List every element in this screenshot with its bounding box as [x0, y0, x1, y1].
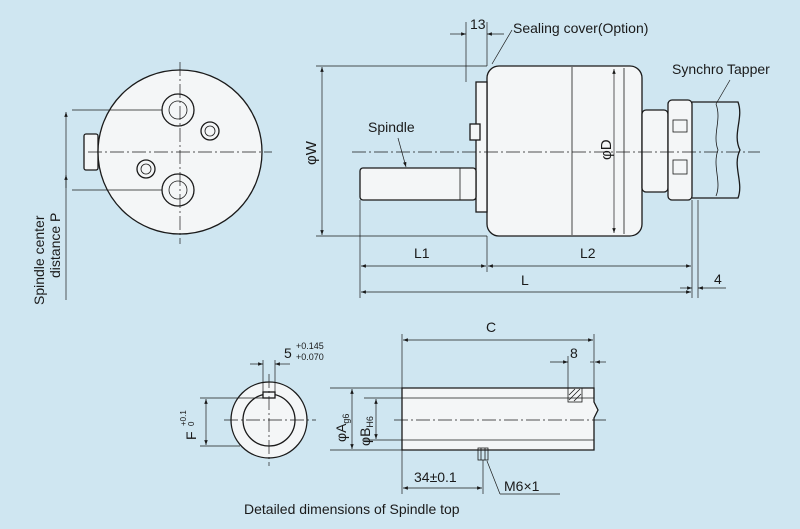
dim-4: 4 [714, 271, 722, 287]
grease-nipple [469, 123, 481, 141]
dim-phi-a: φAg6 [333, 414, 351, 442]
spindle-top-section: 5 +0.145 +0.070 F +0.1 0 [179, 341, 324, 466]
dim-8: 8 [570, 345, 578, 361]
dim-34: 34±0.1 [414, 469, 457, 485]
front-view: Spindle center distance P [31, 62, 272, 305]
synchro-tapper-label: Synchro Tapper [672, 61, 770, 77]
dim-l: L [521, 272, 529, 288]
spindle-center-label-2: distance P [47, 213, 63, 278]
dim-c: C [486, 319, 496, 335]
dim-f: F [183, 431, 199, 440]
screw-right [200, 121, 220, 141]
dim-f-tol-upper: +0.1 [179, 410, 188, 426]
dim-phi-d: φD [598, 139, 615, 160]
dim-thread: M6×1 [504, 478, 540, 494]
spindle-label: Spindle [368, 119, 415, 135]
dim-13: 13 [470, 16, 486, 32]
end-chamfer [567, 387, 583, 403]
spindle-center-label-1: Spindle center [31, 215, 47, 305]
synchro-tapper-shank [692, 101, 741, 199]
spindle-top-side: C 8 φAg6 φBH6 34±0.1 M6×1 [330, 319, 606, 495]
caption: Detailed dimensions of Spindle top [244, 501, 460, 517]
dim-l1: L1 [414, 245, 430, 261]
spindle-top-body [401, 387, 599, 451]
dim-f-tol-lower: 0 [187, 421, 196, 426]
dim-phi-b: φBH6 [357, 416, 375, 446]
sealing-cover-label: Sealing cover(Option) [513, 20, 648, 36]
rear-neck [641, 109, 669, 193]
screw-left [136, 159, 156, 179]
dim-l2: L2 [580, 245, 596, 261]
dim-key-tol-lower: +0.070 [296, 352, 324, 362]
tapper-holder [667, 99, 693, 201]
dim-key-tol-upper: +0.145 [296, 341, 324, 351]
dim-phi-w: φW [303, 140, 320, 165]
dim-key-width: 5 [284, 345, 292, 361]
main-body [486, 65, 643, 237]
side-view: 13 Sealing cover(Option) φW φD Spindle S… [303, 16, 770, 298]
front-flange [475, 81, 488, 213]
spindle-shaft [359, 167, 477, 201]
